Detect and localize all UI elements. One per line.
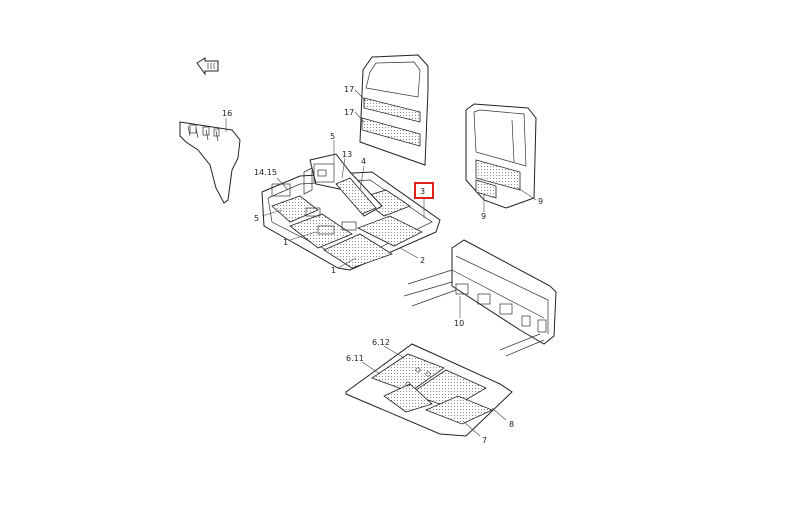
rear-door [465, 103, 537, 212]
callout-3[interactable]: 3 [420, 187, 425, 196]
callout-17-lower: 17 [344, 108, 354, 117]
callout-6-11: 6.11 [346, 354, 364, 363]
callout-6-12: 6.12 [372, 338, 390, 347]
front-door [354, 54, 429, 166]
callout-1-left: 1 [283, 238, 288, 247]
front-arrow-icon [196, 57, 219, 76]
callout-4: 4 [361, 157, 366, 166]
front-floor-assembly [261, 140, 441, 271]
callout-7: 7 [482, 436, 487, 445]
callout-2: 2 [420, 256, 425, 265]
dash-side-trim [179, 118, 241, 204]
callout-14-15: 14.15 [254, 168, 277, 177]
callout-5-upper: 5 [330, 132, 335, 141]
callout-5-lower: 5 [254, 214, 259, 223]
rear-cargo-side [403, 239, 557, 357]
callout-17-upper: 17 [344, 85, 354, 94]
callout-9-bottom: 9 [481, 212, 486, 221]
highlight-box [414, 182, 434, 199]
callout-13: 13 [342, 150, 352, 159]
callout-9-right: 9 [538, 197, 543, 206]
callout-8: 8 [509, 420, 514, 429]
callout-1-bottom: 1 [331, 266, 336, 275]
callout-16: 16 [222, 109, 232, 118]
callout-10: 10 [454, 319, 464, 328]
rear-floor-mat [345, 343, 513, 437]
